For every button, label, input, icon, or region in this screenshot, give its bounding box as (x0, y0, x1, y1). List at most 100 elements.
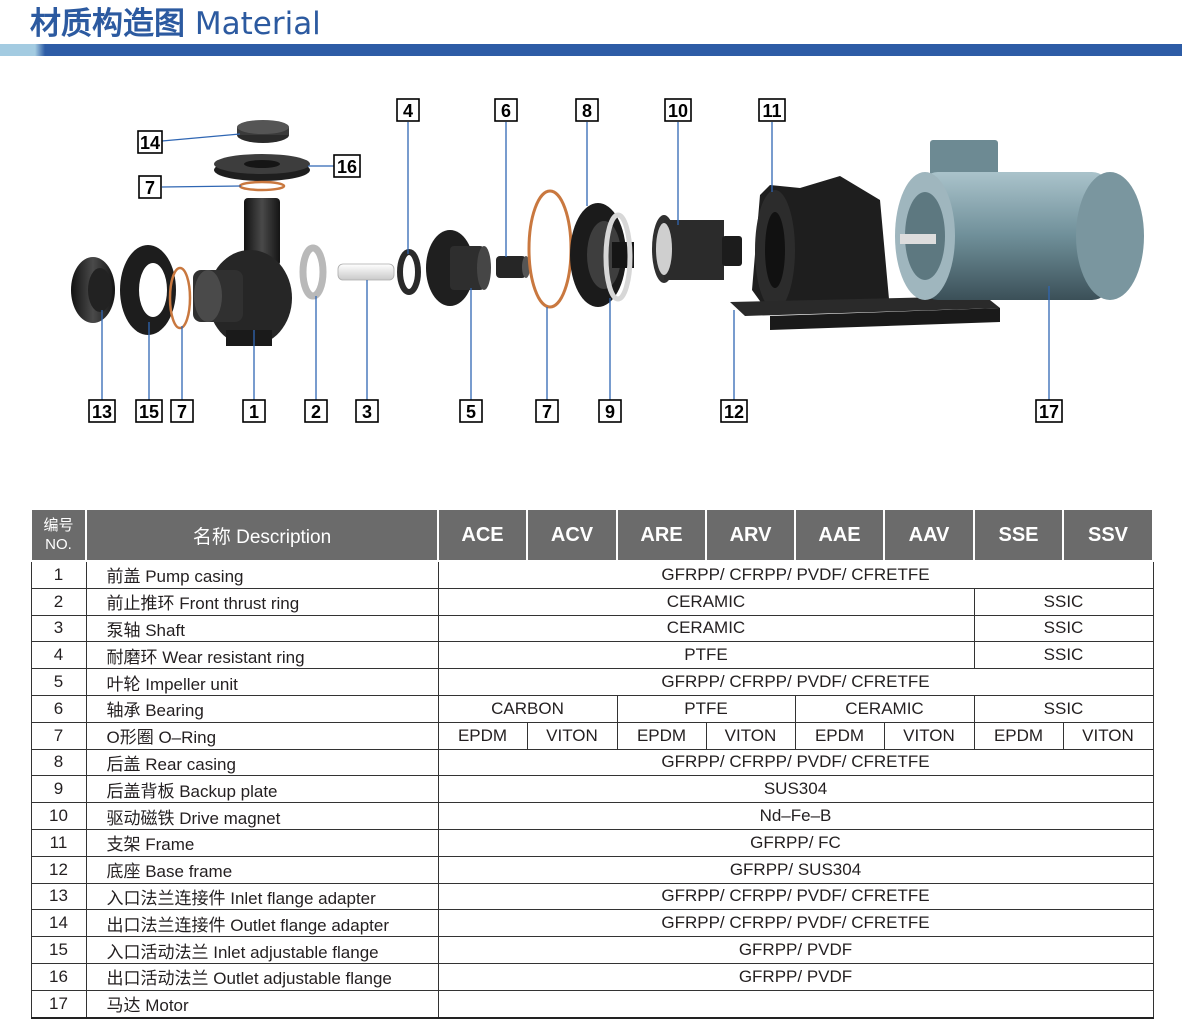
page-title-en: Material (194, 6, 321, 42)
row-number: 13 (30, 882, 87, 911)
callout-label-15: 15 (135, 399, 163, 423)
material-cell: GFRPP/ CFRPP/ PVDF/ CFRETFE (437, 560, 1154, 589)
svg-text:2: 2 (311, 402, 321, 422)
row-number: 14 (30, 909, 87, 938)
row-number: 10 (30, 802, 87, 830)
material-cell: GFRPP/ CFRPP/ PVDF/ CFRETFE (437, 909, 1154, 938)
material-cell: GFRPP/ PVDF (437, 962, 1154, 991)
header-model-aae: AAE (794, 508, 885, 562)
material-cell: SSIC (973, 694, 1154, 723)
row-description: 叶轮 Impeller unit (85, 668, 439, 696)
callout-label-7-rear: 7 (535, 399, 559, 423)
material-cell: CARBON (437, 694, 618, 723)
material-cell: SSIC (973, 587, 1154, 616)
callout-label-4: 4 (396, 98, 420, 122)
callout-label-2: 2 (304, 399, 328, 423)
svg-text:7: 7 (177, 402, 187, 422)
row-number: 17 (30, 989, 87, 1019)
header-model-ace: ACE (437, 508, 528, 562)
material-cell: CERAMIC (794, 694, 975, 723)
part-12-base-frame (730, 296, 1000, 330)
row-description: 前止推环 Front thrust ring (85, 587, 439, 616)
material-cell-empty (437, 989, 1154, 1019)
part-5-impeller-unit (426, 230, 491, 306)
svg-text:6: 6 (501, 101, 511, 121)
svg-text:10: 10 (668, 101, 688, 121)
svg-text:12: 12 (724, 402, 744, 422)
svg-text:16: 16 (337, 157, 357, 177)
header-model-arv: ARV (705, 508, 796, 562)
row-description: 入口法兰连接件 Inlet flange adapter (85, 882, 439, 911)
svg-text:13: 13 (92, 402, 112, 422)
header-no-en: NO. (45, 536, 72, 553)
part-15-inlet-adjustable-flange (120, 245, 176, 335)
material-cell: EPDM (794, 721, 885, 750)
callout-label-12: 12 (720, 399, 748, 423)
exploded-view-diagram: 14 16 7 4 6 8 10 11 13 15 7 1 (71, 98, 1144, 423)
row-description: O形圈 O–Ring (85, 721, 439, 750)
material-cell: EPDM (437, 721, 528, 750)
svg-text:7: 7 (542, 402, 552, 422)
row-number: 5 (30, 668, 87, 696)
row-description: 泵轴 Shaft (85, 614, 439, 643)
material-cell: EPDM (973, 721, 1064, 750)
material-cell: GFRPP/ FC (437, 828, 1154, 857)
part-7-o-ring-inlet (168, 266, 192, 330)
svg-text:11: 11 (762, 101, 781, 121)
part-7-o-ring-outlet (238, 180, 286, 192)
svg-text:3: 3 (362, 402, 372, 422)
row-number: 7 (30, 721, 87, 750)
leader-lines (101, 122, 1050, 400)
material-cell: VITON (526, 721, 618, 750)
page-title-cn: 材质构造图 (30, 6, 185, 42)
svg-text:1: 1 (249, 402, 259, 422)
header-model-sse: SSE (973, 508, 1064, 562)
callout-label-10: 10 (664, 98, 692, 122)
part-17-motor (895, 140, 1144, 300)
callout-label-7-top: 7 (138, 175, 162, 199)
svg-text:5: 5 (466, 402, 476, 422)
material-cell: EPDM (616, 721, 707, 750)
callout-label-9: 9 (598, 399, 622, 423)
row-description: 轴承 Bearing (85, 694, 439, 723)
row-description: 入口活动法兰 Inlet adjustable flange (85, 936, 439, 964)
row-number: 8 (30, 748, 87, 777)
header-description: 名称 Description (85, 508, 439, 562)
part-6-bearing (496, 256, 530, 278)
row-number: 12 (30, 855, 87, 884)
row-number: 1 (30, 560, 87, 589)
row-description: 后盖 Rear casing (85, 748, 439, 777)
callout-label-1: 1 (242, 399, 266, 423)
part-4-wear-resistant-ring (397, 249, 421, 295)
row-number: 3 (30, 614, 87, 643)
row-description: 出口法兰连接件 Outlet flange adapter (85, 909, 439, 938)
material-cell: VITON (1062, 721, 1154, 750)
row-description: 后盖背板 Backup plate (85, 775, 439, 804)
callout-label-16: 16 (333, 154, 361, 178)
callout-label-8: 8 (575, 98, 599, 122)
svg-text:14: 14 (140, 133, 160, 153)
row-number: 2 (30, 587, 87, 616)
row-number: 6 (30, 694, 87, 723)
part-13-inlet-flange-adapter (71, 257, 115, 323)
callout-label-11: 11 (758, 98, 786, 122)
svg-text:4: 4 (403, 101, 413, 121)
callout-label-7-inlet: 7 (170, 399, 194, 423)
part-1-pump-casing (193, 198, 292, 346)
row-number: 4 (30, 641, 87, 670)
